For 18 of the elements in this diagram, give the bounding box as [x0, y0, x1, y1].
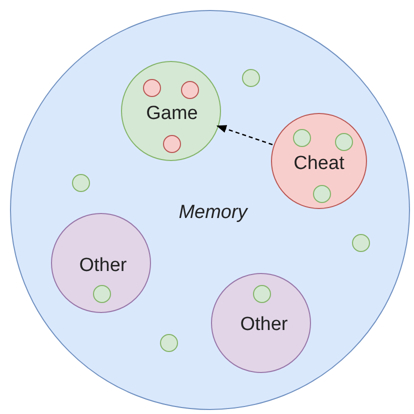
node-label: Cheat — [294, 153, 344, 175]
node-label: Other — [240, 314, 288, 336]
node-label: Game — [146, 103, 198, 125]
node-label: Other — [79, 255, 127, 277]
small-circle — [163, 135, 181, 153]
small-circle — [335, 133, 353, 151]
dashed-arrow — [216, 125, 273, 146]
small-circle — [253, 285, 271, 303]
small-circle — [293, 129, 311, 147]
small-circle — [181, 81, 199, 99]
small-circle — [160, 334, 178, 352]
small-circle — [352, 234, 370, 252]
small-circle — [242, 69, 260, 87]
small-circle — [93, 285, 111, 303]
small-circle — [72, 174, 90, 192]
small-circle — [313, 185, 331, 203]
small-circle — [143, 79, 161, 97]
node-label: Memory — [178, 202, 248, 224]
